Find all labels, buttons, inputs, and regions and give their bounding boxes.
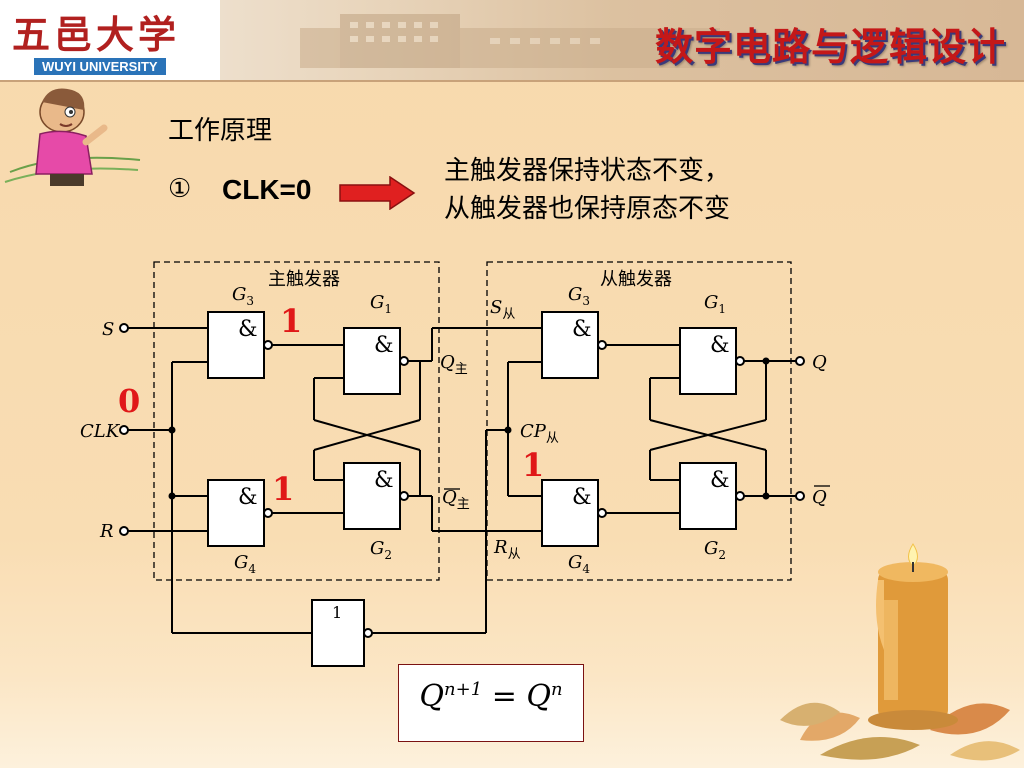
result-description: 主触发器保持状态不变， 从触发器也保持原态不变 [444, 152, 730, 228]
g1-slave-symbol: & [710, 333, 730, 358]
right-arrow-icon [339, 176, 416, 210]
g4-master-symbol: & [238, 485, 258, 510]
svg-text:CP从: CP从 [520, 421, 559, 446]
input-r-label: R [99, 521, 114, 542]
logo-chinese-name: 五邑大学 [12, 12, 181, 57]
master-gate-g2 [343, 462, 401, 530]
output-q-label: Q [812, 352, 827, 373]
g3-master-symbol: & [238, 317, 258, 342]
g1-slave-name: G [704, 292, 718, 313]
slave-label: 从触发器 [600, 269, 672, 290]
step-marker: ① [168, 174, 192, 204]
master-label: 主触发器 [268, 269, 340, 290]
r-slave-label: R [493, 537, 508, 558]
svg-text:G1: G1 [370, 292, 392, 316]
slave-gate-g1 [679, 327, 737, 395]
g1-master-name: G [370, 292, 384, 313]
q-master-label: Q [440, 352, 455, 373]
master-box [153, 261, 440, 581]
g4-slave-symbol: & [572, 485, 592, 510]
svg-text:G2: G2 [370, 538, 392, 562]
campus-building-graphic [300, 14, 720, 68]
not-gate-symbol: 1 [332, 603, 342, 622]
characteristic-equation: Qn+1 = Qn [419, 679, 563, 714]
professor-mascot-icon [4, 88, 141, 186]
cp-slave-value: 1 [522, 446, 544, 484]
g4-master-output-value: 1 [272, 470, 294, 508]
candle-decoration-icon [780, 543, 1020, 761]
result-line-1: 主触发器保持状态不变， [444, 156, 731, 186]
g3-master-output-value: 1 [280, 302, 302, 340]
result-line-2: 从触发器也保持原态不变 [444, 194, 731, 224]
g3-slave-symbol: & [572, 317, 592, 342]
g2-slave-symbol: & [710, 468, 730, 493]
not-gate [311, 599, 365, 667]
master-gate-g1 [343, 327, 401, 395]
g2-master-symbol: & [374, 468, 394, 493]
output-qbar-label: Q [812, 487, 827, 508]
formula-box: Qn+1 = Qn [398, 664, 584, 742]
header-banner: 五邑大学 WUYI UNIVERSITY 数字电路与逻辑设计 [0, 0, 1024, 82]
svg-text:S从: S从 [490, 297, 515, 322]
svg-text:G2: G2 [704, 538, 726, 562]
master-gate-g4 [207, 479, 265, 547]
university-logo: 五邑大学 WUYI UNIVERSITY [0, 0, 220, 80]
g4-master-name: G [234, 552, 248, 573]
svg-text:Q主: Q主 [440, 352, 468, 377]
g3-master-name: G [232, 284, 246, 305]
svg-text:G4: G4 [234, 552, 256, 576]
svg-text:G4: G4 [568, 552, 590, 576]
g2-master-name: G [370, 538, 384, 559]
input-s-label: S [102, 319, 114, 340]
slave-gate-g3 [541, 311, 599, 379]
cp-slave-label: CP [520, 421, 547, 442]
slave-box [486, 261, 792, 581]
master-gate-g3 [207, 311, 265, 379]
svg-text:G3: G3 [232, 284, 254, 308]
qbar-master-label: Q [442, 487, 457, 508]
input-clk-label: CLK [80, 421, 121, 442]
clk-value: 0 [118, 382, 140, 420]
svg-text:Q主: Q主 [442, 487, 470, 512]
logo-english-name: WUYI UNIVERSITY [34, 58, 166, 75]
s-slave-label: S [490, 297, 502, 318]
g1-master-symbol: & [374, 333, 394, 358]
slave-gate-g2 [679, 462, 737, 530]
svg-text:G3: G3 [568, 284, 590, 308]
g3-slave-name: G [568, 284, 582, 305]
course-title: 数字电路与逻辑设计 [654, 25, 1006, 69]
g2-slave-name: G [704, 538, 718, 559]
clk-condition: CLK=0 [222, 174, 312, 205]
svg-text:G1: G1 [704, 292, 726, 316]
svg-text:R从: R从 [493, 537, 521, 562]
g4-slave-name: G [568, 552, 582, 573]
section-title: 工作原理 [168, 116, 273, 146]
